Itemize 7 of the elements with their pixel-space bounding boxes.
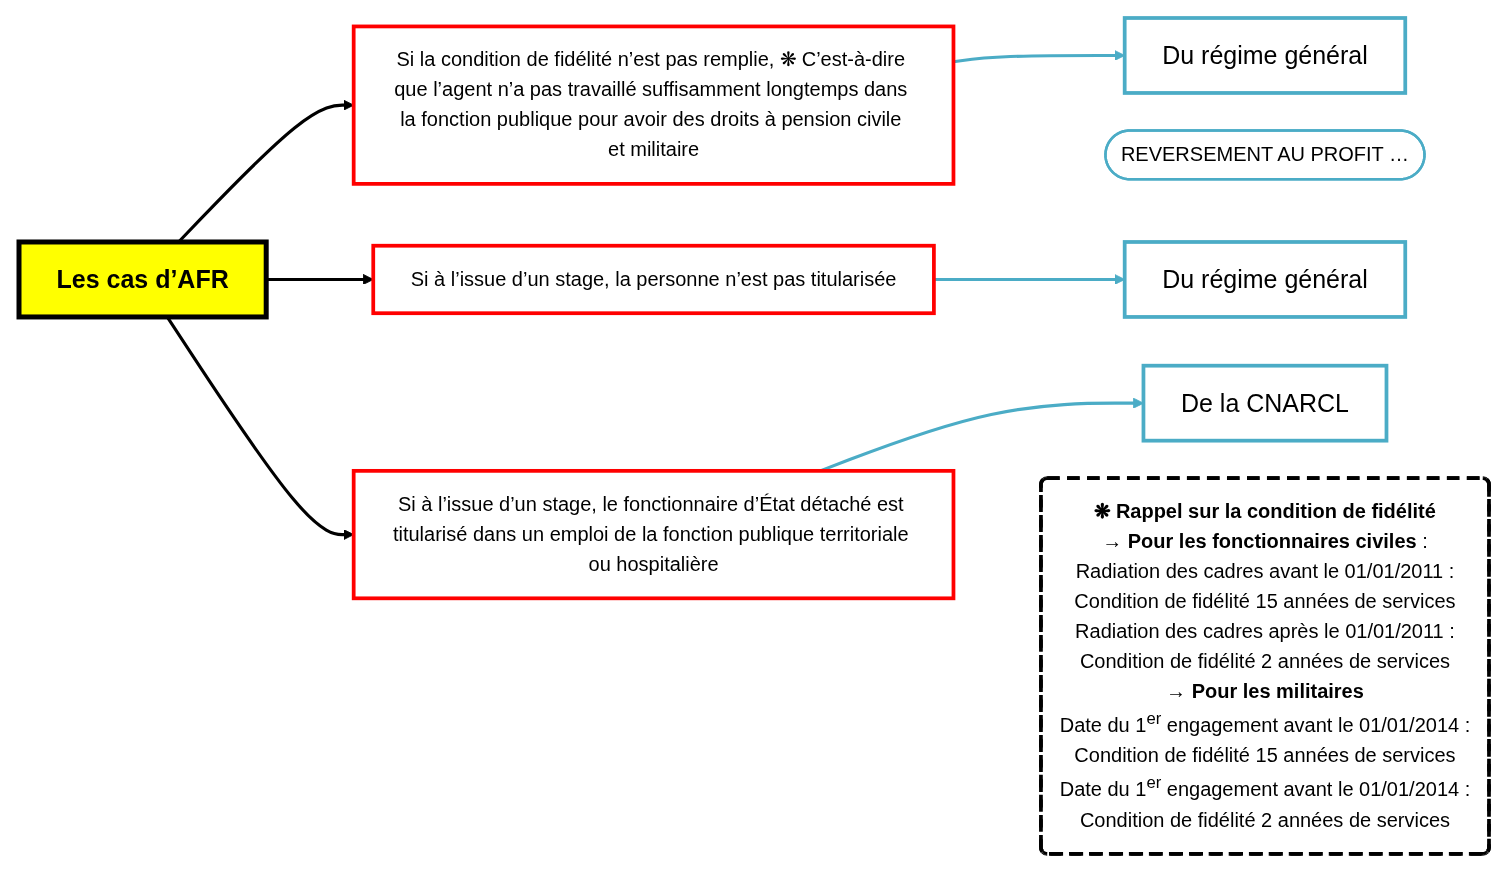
node-box: Si à l’issue d’un stage, le fonctionnaire d’État détaché est titularisé dans un emploi de la fonction publique territoriale ou hospitalière	[351, 469, 955, 601]
node-box: Les cas d’AFR	[16, 239, 269, 320]
node-box: Si la condition de fidélité n’est pas remplie, ❋ C’est-à-dire que l’agent n’a pas travaillé suffisamment longtemps dans la fonction publique pour avoir des droits à pension civile et militaire	[351, 24, 955, 186]
node-box: Si à l’issue d’un stage, la personne n’est pas titularisée	[370, 243, 936, 316]
node-box: De la CNARCL	[1141, 363, 1388, 443]
node-box: Du régime général	[1122, 240, 1407, 319]
node-box: Du régime général	[1122, 16, 1407, 95]
